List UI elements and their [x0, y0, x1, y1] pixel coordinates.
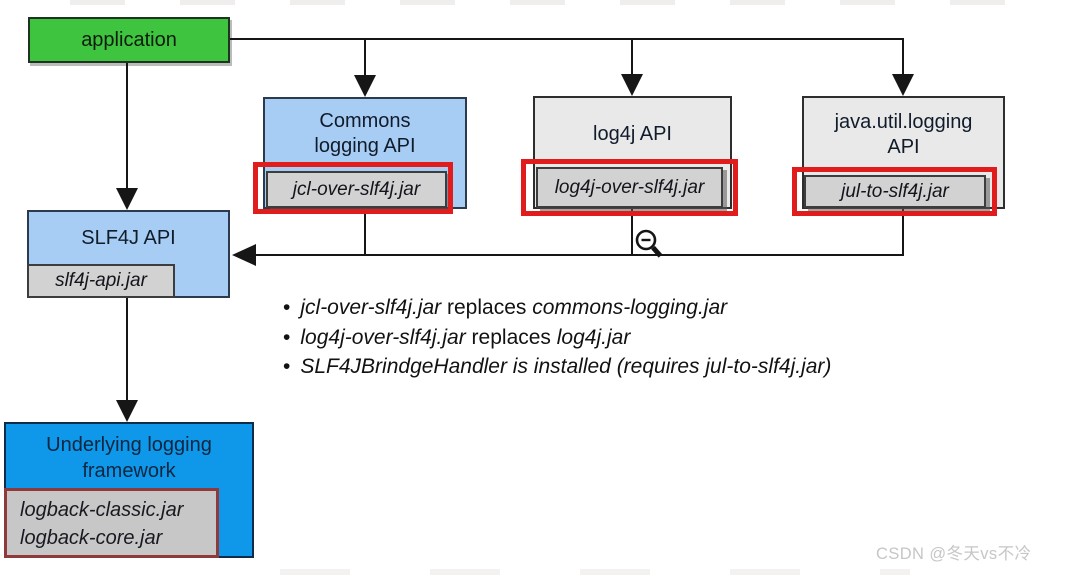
jar-jul-to-slf4j: jul-to-slf4j.jar — [804, 175, 986, 208]
node-commons-title-line1: Commons — [319, 110, 411, 132]
node-application-label: application — [81, 29, 177, 51]
node-application: application — [28, 17, 230, 63]
connector-drop-commons — [364, 38, 366, 78]
arrowhead-into-underlying — [116, 400, 138, 422]
connector-application-to-slf4j — [126, 63, 128, 190]
node-slf4j-api: SLF4J API — [27, 210, 230, 298]
connector-drop-log4j — [631, 38, 633, 78]
arrowhead-into-slf4j-top — [116, 188, 138, 210]
note-item: jcl-over-slf4j.jar replaces commons-logg… — [283, 293, 1013, 323]
arrowhead-into-slf4j-right — [232, 244, 256, 266]
connector-top-horizontal — [230, 38, 904, 40]
arrowhead-into-commons — [354, 75, 376, 97]
bottom-edge-artifact — [280, 569, 910, 575]
note-item: SLF4JBrindgeHandler is installed (requir… — [283, 352, 1013, 382]
connector-drop-jul — [902, 38, 904, 78]
highlight-log4j-over-slf4j — [521, 159, 738, 216]
node-log4j-title: log4j API — [593, 123, 672, 145]
arrowhead-into-log4j — [621, 74, 643, 96]
connector-log4j-to-bus — [631, 209, 633, 255]
jar-slf4j-api: slf4j-api.jar — [27, 264, 175, 298]
jar-jcl-over-slf4j: jcl-over-slf4j.jar — [266, 171, 447, 208]
connector-bottom-horizontal — [244, 254, 904, 256]
connector-slf4j-to-underlying — [126, 297, 128, 401]
node-commons-title-line2: logging API — [314, 135, 416, 157]
jar-log4j-over-slf4j: log4j-over-slf4j.jar — [536, 167, 723, 208]
jar-logback-core: logback-core.jar — [20, 527, 163, 549]
top-edge-artifact — [70, 0, 1020, 5]
arrowhead-into-jul — [892, 74, 914, 96]
notes-block: jcl-over-slf4j.jar replaces commons-logg… — [283, 293, 1013, 382]
connector-commons-to-bus — [364, 209, 366, 255]
highlight-jcl-over-slf4j — [253, 162, 453, 214]
highlight-jul-to-slf4j — [792, 167, 997, 216]
note-item: log4j-over-slf4j.jar replaces log4j.jar — [283, 323, 1013, 353]
node-jul-title-line1: java.util.logging — [834, 111, 973, 133]
node-jul-title-line2: API — [887, 136, 920, 158]
jar-logback-classic: logback-classic.jar — [20, 499, 184, 521]
node-underlying-title-line1: Underlying logging — [46, 434, 212, 456]
csdn-watermark: CSDN @冬天vs不冷 — [876, 545, 1032, 563]
node-underlying-title-line2: framework — [82, 460, 176, 482]
jar-logback: logback-classic.jar logback-core.jar — [4, 488, 219, 558]
node-slf4j-title: SLF4J API — [81, 227, 176, 249]
notes-list: jcl-over-slf4j.jar replaces commons-logg… — [283, 293, 1013, 382]
connector-jul-to-bus — [902, 209, 904, 256]
zoom-out-cursor-icon — [635, 229, 663, 258]
